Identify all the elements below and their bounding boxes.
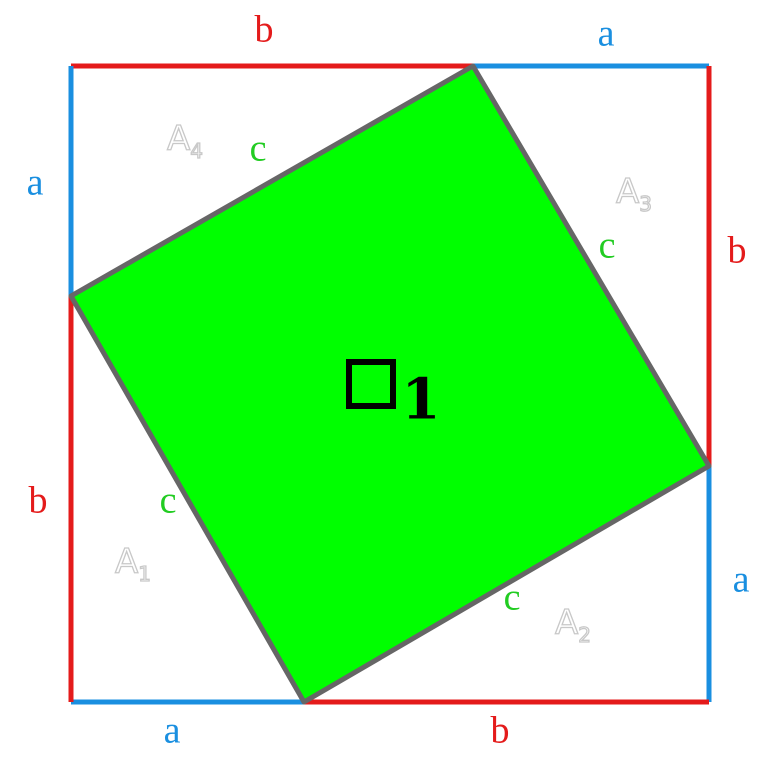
label-right-a: a	[733, 559, 750, 601]
label-right-b: b	[728, 230, 747, 272]
center-square-icon	[346, 359, 396, 409]
label-top-a: a	[598, 13, 615, 55]
area-label-a4: A4	[167, 119, 203, 163]
label-bottom-b: b	[491, 710, 510, 752]
label-c-bottom: c	[504, 577, 521, 619]
label-c-left: c	[160, 480, 177, 522]
area-label-a3: A3	[616, 172, 652, 216]
label-top-b: b	[255, 9, 274, 51]
label-c-top: c	[250, 128, 267, 170]
label-c-right: c	[599, 225, 616, 267]
label-left-a: a	[27, 162, 44, 204]
center-index: 1	[402, 367, 441, 433]
area-label-a2: A2	[555, 603, 591, 647]
label-bottom-a: a	[164, 710, 181, 752]
label-left-b: b	[29, 480, 48, 522]
area-label-a1: A1	[115, 542, 151, 586]
